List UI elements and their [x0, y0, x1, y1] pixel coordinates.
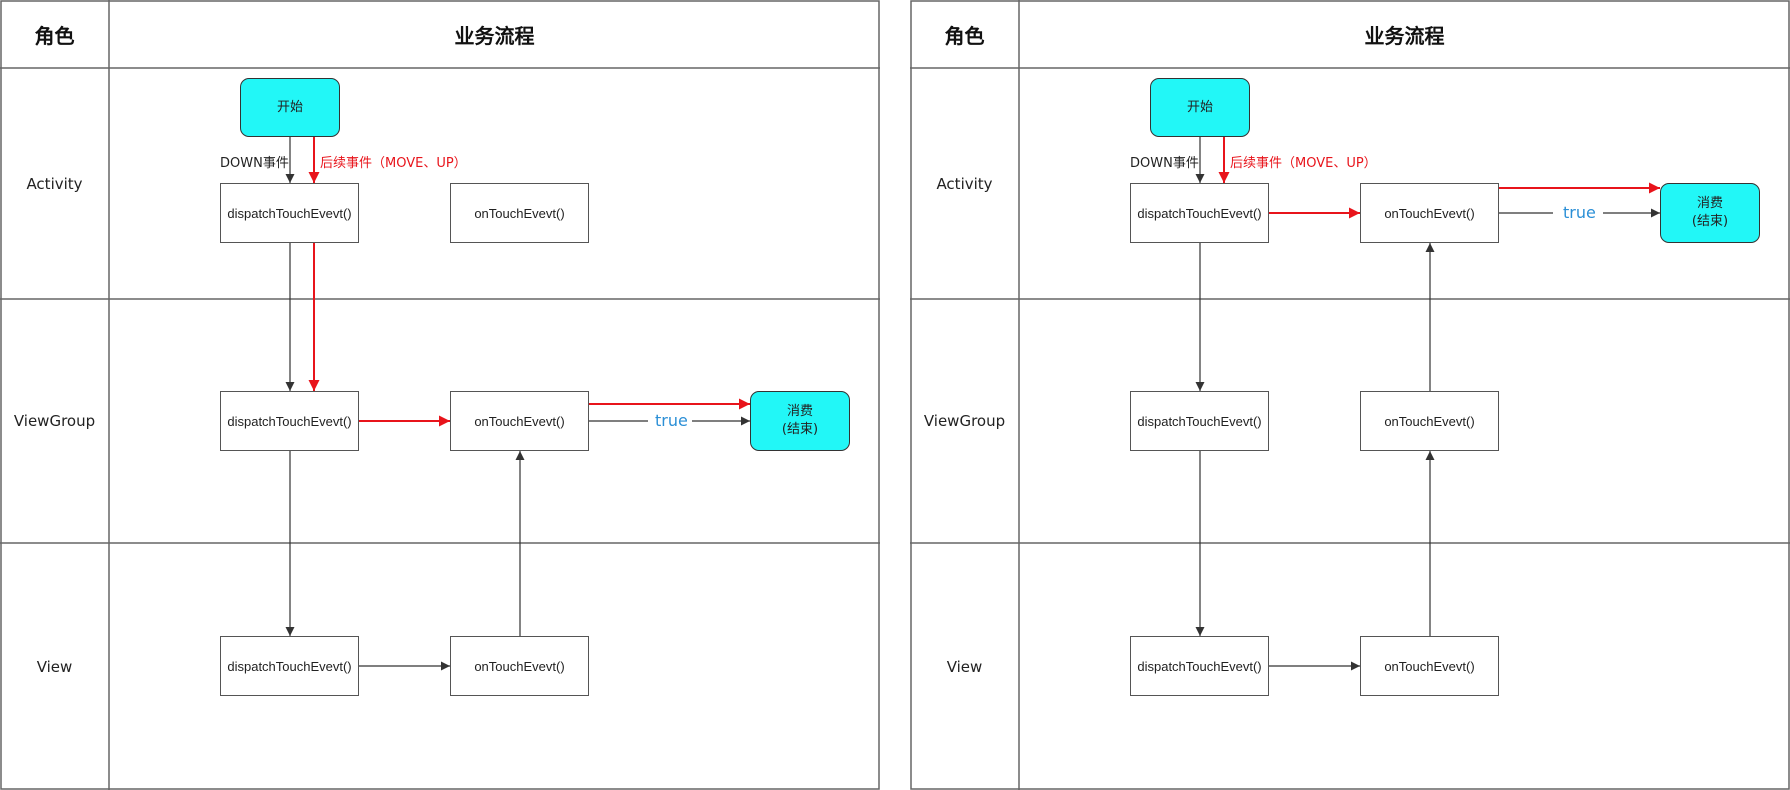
view-dispatch-box: dispatchTouchEvevt()	[220, 636, 359, 696]
down-event-arrows	[285, 137, 750, 671]
lane-label-activity: Activity	[26, 174, 83, 193]
header-flow: 业务流程	[454, 23, 535, 48]
consume-label: 消费	[786, 404, 813, 419]
activity-dispatch-box: dispatchTouchEvevt()	[1130, 183, 1269, 243]
diagram-right-lines	[910, 0, 1790, 790]
diagram-right: 角色 业务流程 Activity ViewGroup View 开始 DOWN事…	[910, 0, 1790, 790]
down-event-label: DOWN事件	[220, 156, 289, 171]
start-node: 开始	[240, 78, 340, 137]
consume-node: 消费 (结束)	[1660, 183, 1760, 243]
down-event-label: DOWN事件	[1130, 156, 1199, 171]
lane-label-viewgroup: ViewGroup	[13, 412, 96, 430]
start-label: 开始	[276, 99, 303, 115]
subsequent-event-arrows	[308, 137, 750, 427]
viewgroup-dispatch-box: dispatchTouchEvevt()	[1130, 391, 1269, 451]
viewgroup-dispatch-box: dispatchTouchEvevt()	[220, 391, 359, 451]
header-flow: 业务流程	[1364, 23, 1445, 48]
swimlane-grid	[0, 0, 880, 790]
activity-ontouch-box: onTouchEvevt()	[450, 183, 589, 243]
subsequent-event-label: 后续事件（MOVE、UP）	[320, 156, 467, 171]
view-dispatch-box: dispatchTouchEvevt()	[1130, 636, 1269, 696]
consume-label: 消费	[1696, 196, 1723, 211]
swimlane-grid	[910, 0, 1790, 790]
subsequent-event-label: 后续事件（MOVE、UP）	[1230, 156, 1377, 171]
lane-label-activity: Activity	[936, 174, 993, 193]
diagram-left: 角色 业务流程 Activity ViewGroup View 开始 DOWN事…	[0, 0, 880, 790]
start-node: 开始	[1150, 78, 1250, 137]
subsequent-event-arrows	[1218, 137, 1660, 219]
start-label: 开始	[1186, 99, 1213, 115]
header-role: 角色	[34, 23, 75, 48]
view-ontouch-box: onTouchEvevt()	[450, 636, 589, 696]
lane-label-view: View	[36, 657, 73, 676]
viewgroup-ontouch-box: onTouchEvevt()	[450, 391, 589, 451]
lane-label-view: View	[946, 657, 983, 676]
consume-end-label: (结束)	[1691, 214, 1729, 229]
header-role: 角色	[944, 23, 985, 48]
view-ontouch-box: onTouchEvevt()	[1360, 636, 1499, 696]
activity-ontouch-box: onTouchEvevt()	[1360, 183, 1499, 243]
diagram-left-lines	[0, 0, 880, 790]
consume-node: 消费 (结束)	[750, 391, 850, 451]
down-event-arrows	[1195, 137, 1660, 671]
viewgroup-ontouch-box: onTouchEvevt()	[1360, 391, 1499, 451]
consume-end-label: (结束)	[781, 422, 819, 437]
lane-label-viewgroup: ViewGroup	[923, 412, 1006, 430]
true-label: true	[655, 411, 688, 430]
activity-dispatch-box: dispatchTouchEvevt()	[220, 183, 359, 243]
true-label: true	[1563, 203, 1596, 222]
